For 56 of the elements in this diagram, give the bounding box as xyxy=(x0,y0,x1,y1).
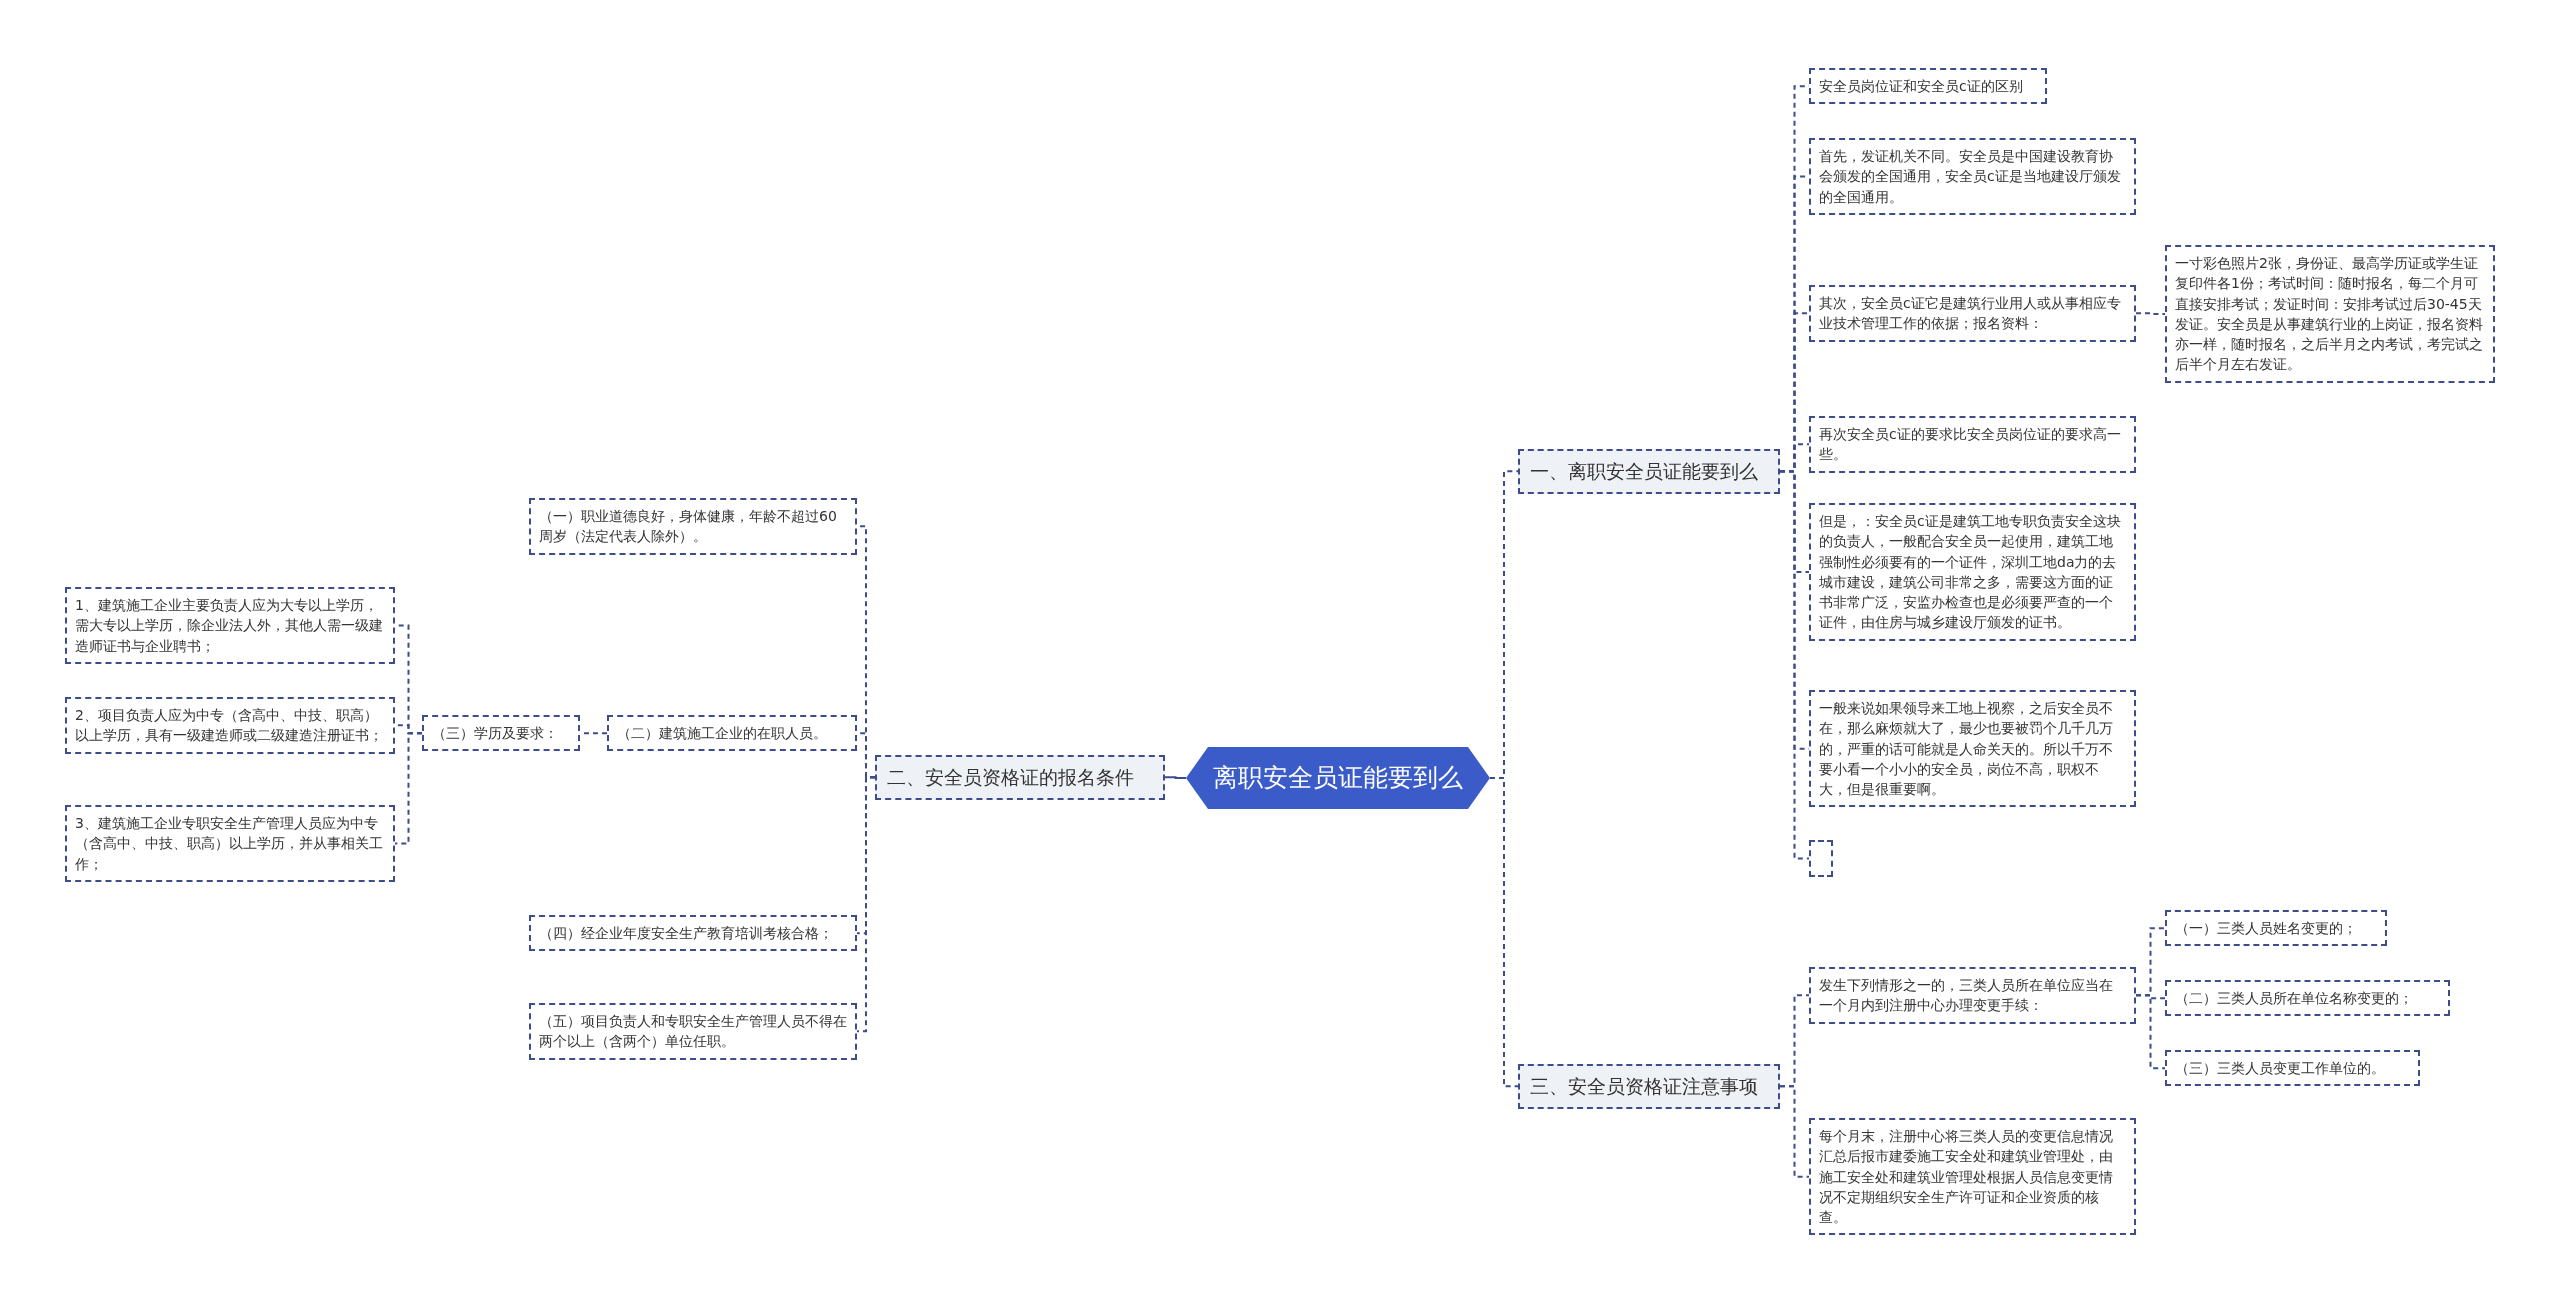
topic-box xyxy=(65,697,395,754)
topic-text: 再次安全员c证的要求比安全员岗位证的要求高一些。 xyxy=(1819,425,2122,465)
central-topic-text: 离职安全员证能要到么 xyxy=(1213,761,1463,794)
topic-text: （二）建筑施工企业的在职人员。 xyxy=(617,724,828,743)
connector-line xyxy=(2135,312,2166,315)
topic-box xyxy=(1809,1118,2136,1236)
branch-topic-text: 三、安全员资格证注意事项 xyxy=(1530,1074,1759,1099)
topic-box xyxy=(65,805,395,882)
topic-text: 其次，安全员c证它是建筑行业用人或从事相应专业技术管理工作的依据；报名资料： xyxy=(1819,294,2122,334)
topic-box xyxy=(529,1003,857,1060)
topic-box xyxy=(1809,690,2136,808)
topic-box xyxy=(1809,416,2136,473)
topic-text: （三）学历及要求： xyxy=(432,724,559,743)
topic-text: 一般来说如果领导来工地上视察，之后安全员不在，那么麻烦就大了，最少也要被罚个几千几万的，严重的话可能就是人命关天的。所以千万不要小看一个小小的安全员，岗位不高，职权不大，但是很重要啊。 xyxy=(1819,699,2114,800)
topic-text: （一）三类人员姓名变更的； xyxy=(2175,919,2358,938)
branch-topic-text: 二、安全员资格证的报名条件 xyxy=(887,765,1135,790)
topic-text: （二）三类人员所在单位名称变更的； xyxy=(2175,989,2414,1008)
connector-line xyxy=(1779,470,1810,860)
topic-box xyxy=(529,915,857,952)
branch-topic-box xyxy=(875,755,1165,800)
topic-text: （五）项目负责人和专职安全生产管理人员不得在两个以上（含两个）单位任职。 xyxy=(539,1012,847,1052)
connector-line xyxy=(1779,1085,1810,1178)
topic-text: 1、建筑施工企业主要负责人应为大专以上学历，需大专以上学历，除企业法人外，其他人需一级建造师证书与企业聘书； xyxy=(75,596,384,656)
connector-line xyxy=(2135,994,2166,1070)
topic-text: （四）经企业年度安全生产教育培训考核合格； xyxy=(539,924,834,943)
topic-box xyxy=(65,587,395,664)
topic-text: （三）三类人员变更工作单位的。 xyxy=(2175,1059,2386,1078)
topic-box xyxy=(2165,245,2495,383)
branch-topic-box xyxy=(1518,1064,1780,1109)
topic-text: 一寸彩色照片2张，身份证、最高学历证或学生证复印件各1份；考试时间：随时报名，每二个月可直接安排考试；发证时间：安排考试过后30-45天发证。安全员是从事建筑行业的上岗证，报名资料亦一样，随时报名，之后半月之内考试，考完试之后半个月左右发证。 xyxy=(2175,254,2484,375)
topic-box xyxy=(1809,503,2136,641)
topic-box xyxy=(529,498,857,555)
topic-text: 2、项目负责人应为中专（含高中、中技、职高）以上学历，具有一级建造师或二级建造注册证书； xyxy=(75,706,384,746)
connector-line xyxy=(1489,777,1519,1088)
topic-text: 3、建筑施工企业专职安全生产管理人员应为中专（含高中、中技、职高）以上学历，并从事相关工作； xyxy=(75,814,384,874)
topic-box xyxy=(1809,68,2047,105)
topic-box xyxy=(1809,138,2136,215)
topic-text: 发生下列情形之一的，三类人员所在单位应当在一个月内到注册中心办理变更手续： xyxy=(1819,976,2114,1016)
empty-topic-box xyxy=(1809,840,1833,877)
topic-box xyxy=(2165,1050,2420,1087)
topic-text: 安全员岗位证和安全员c证的区别 xyxy=(1819,77,2024,96)
topic-box xyxy=(607,715,857,752)
branch-topic-text: 一、离职安全员证能要到么 xyxy=(1530,459,1759,484)
topic-text: 但是，：安全员c证是建筑工地专职负责安全这块的负责人，一般配合安全员一起使用，建筑工地强制性必须要有的一个证件，深圳工地da力的去城市建设，建筑公司非常之多，需要这方面的证书非常广泛，安监办检查也是必须要严查的一个证件，由住房与城乡建设厅颁发的证书。 xyxy=(1819,512,2122,633)
connector-line xyxy=(1164,776,1187,779)
topic-text: （一）职业道德良好，身体健康，年龄不超过60周岁（法定代表人除外）。 xyxy=(539,507,838,547)
topic-text: 首先，发证机关不同。安全员是中国建设教育协会颁发的全国通用，安全员c证是当地建设厅颁发的全国通用。 xyxy=(1819,147,2122,207)
topic-box xyxy=(1809,285,2136,342)
topic-text: 每个月末，注册中心将三类人员的变更信息情况汇总后报市建委施工安全处和建筑业管理处，由施工安全处和建筑业管理处根据人员信息变更情况不定期组织安全生产许可证和企业资质的核查。 xyxy=(1819,1127,2114,1228)
connector-line xyxy=(856,776,876,1033)
branch-topic-box xyxy=(1518,449,1780,494)
topic-box xyxy=(422,715,580,752)
connector-line xyxy=(394,732,423,845)
topic-box xyxy=(1809,967,2136,1024)
topic-box xyxy=(2165,910,2387,947)
topic-box xyxy=(2165,980,2450,1017)
